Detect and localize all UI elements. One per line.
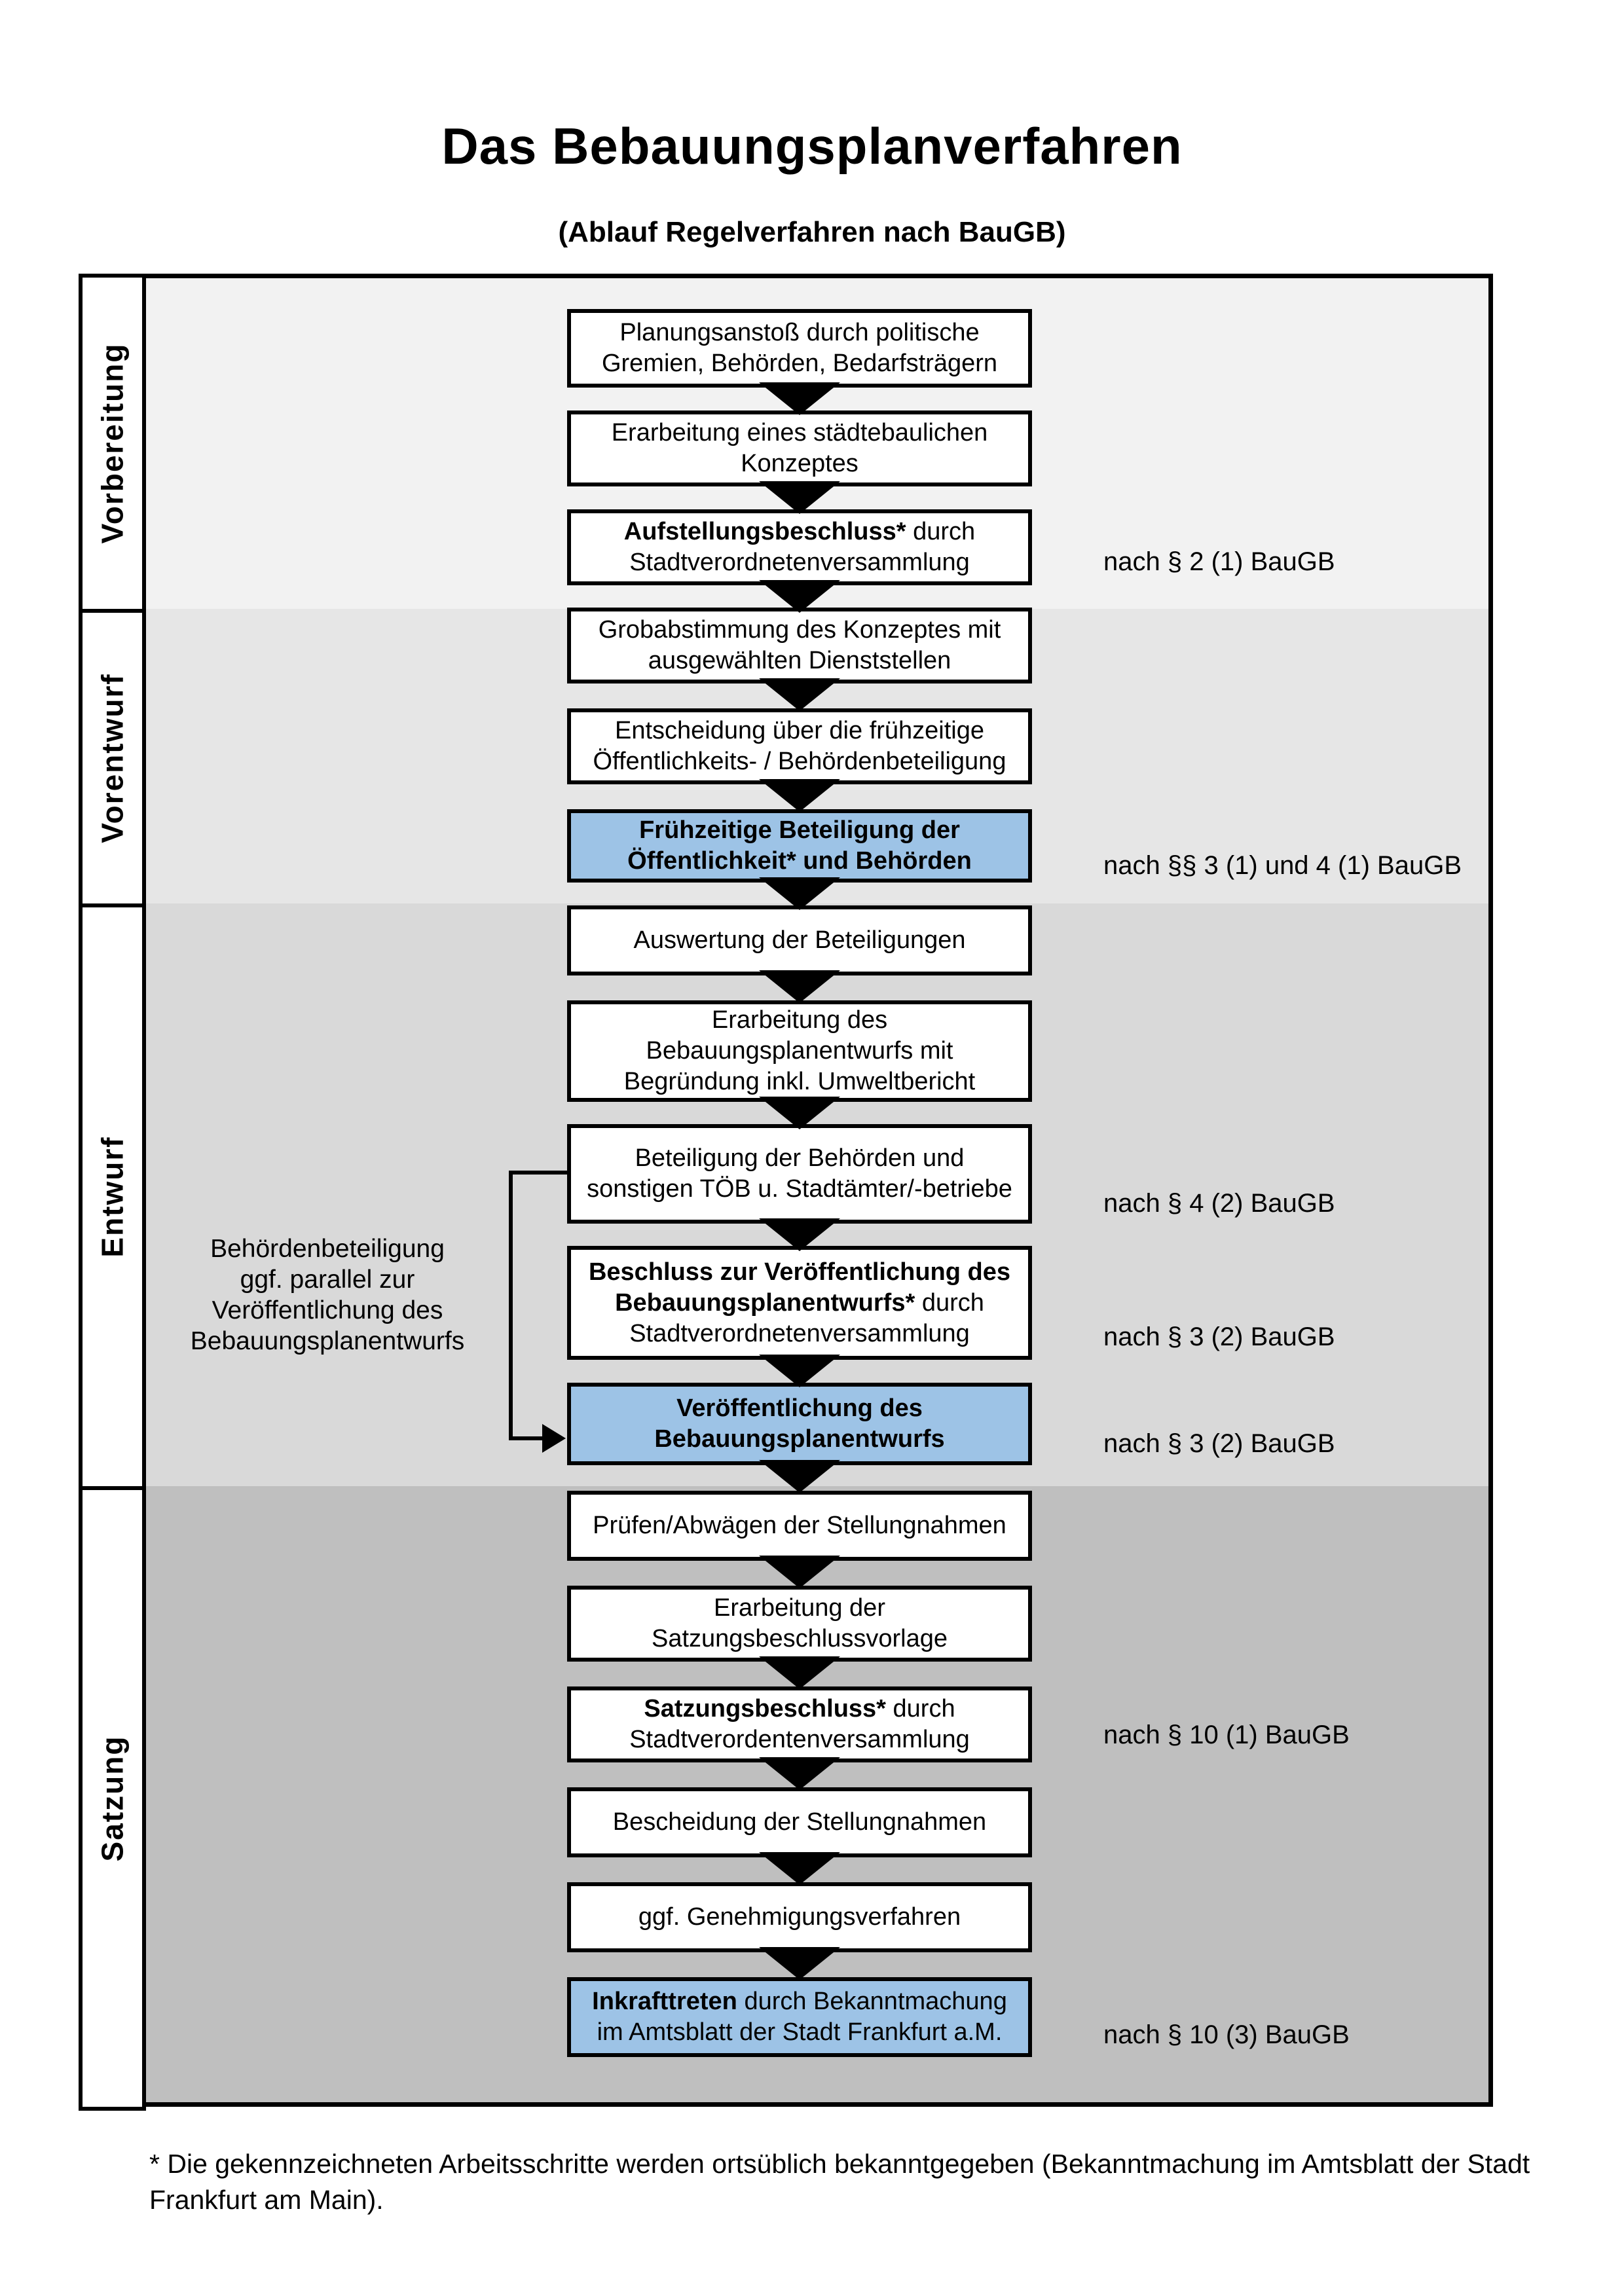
flow-box-line: Prüfen/Abwägen der Stellungnahmen xyxy=(593,1512,1006,1539)
flow-box-line: Bescheidung der Stellungnahmen xyxy=(612,1808,987,1836)
flow-box-line: Entscheidung über die frühzeitige xyxy=(614,717,985,744)
flow-arrow-down-icon xyxy=(759,779,840,812)
flow-arrow-down-icon xyxy=(759,1460,840,1493)
flow-box-bescheidung-stellungnahmen: Bescheidung der Stellungnahmen xyxy=(567,1787,1032,1857)
connector-vertical-segment xyxy=(509,1171,513,1440)
flow-arrow-down-icon xyxy=(759,1556,840,1588)
flow-box-line: Konzeptes xyxy=(741,450,858,477)
flow-box-line: ausgewählten Dienststellen xyxy=(648,647,951,674)
flow-box-line: Aufstellungsbeschluss* durch xyxy=(623,518,976,545)
flow-box-line: Satzungsbeschlussvorlage xyxy=(651,1625,948,1652)
footnote: * Die gekennzeichneten Arbeitsschritte w… xyxy=(149,2149,1530,2215)
connector-arrowhead-icon xyxy=(542,1424,566,1453)
connector-top-segment xyxy=(509,1171,568,1175)
flow-box-line: ggf. Genehmigungsverfahren xyxy=(638,1903,961,1931)
flow-box-line: Bebauungsplanentwurfs xyxy=(654,1425,945,1453)
flow-arrow-down-icon xyxy=(759,970,840,1003)
flow-arrow-down-icon xyxy=(759,382,840,415)
legal-reference-label: nach § 2 (1) BauGB xyxy=(1103,547,1335,576)
flow-box-line: Stadtverordnetenversammlung xyxy=(629,549,970,576)
flow-box-line: Öffentlichkeits- / Behördenbeteiligung xyxy=(593,748,1006,775)
flow-box-line: Beteiligung der Behörden und xyxy=(635,1144,965,1172)
flow-box-line: Grobabstimmung des Konzeptes mit xyxy=(598,616,1001,644)
legal-reference-label: nach §§ 3 (1) und 4 (1) BauGB xyxy=(1103,851,1462,880)
flow-box-inkrafttreten: Inkrafttreten durch Bekanntmachung im Amt… xyxy=(567,1977,1032,2057)
flow-arrow-down-icon xyxy=(759,1656,840,1689)
connector-bottom-segment xyxy=(509,1436,545,1440)
flow-box-line: Erarbeitung eines städtebaulichen xyxy=(611,419,988,446)
page-subtitle: (Ablauf Regelverfahren nach BauGB) xyxy=(558,216,1066,248)
side-note-line: Bebauungsplanentwurfs xyxy=(190,1327,465,1355)
flow-box-line: Öffentlichkeit* und Behörden xyxy=(627,847,972,875)
phase-label-text: Satzung xyxy=(95,1735,130,1862)
flow-arrow-down-icon xyxy=(759,1355,840,1387)
flow-box-line: Auswertung der Beteiligungen xyxy=(633,926,966,954)
flow-box-line: Begründung inkl. Umweltbericht xyxy=(623,1068,976,1095)
legal-reference-label: nach § 3 (2) BauGB xyxy=(1103,1429,1335,1458)
flow-arrow-down-icon xyxy=(759,1947,840,1980)
flow-box-line: Stadtverordentenversammlung xyxy=(629,1726,970,1753)
flow-box-beteiligung-behoerden-toeb: Beteiligung der Behörden und sonstigen TÖ… xyxy=(567,1124,1032,1224)
flow-box-line: im Amtsblatt der Stadt Frankfurt a.M. xyxy=(597,2018,1003,2046)
flow-arrow-down-icon xyxy=(759,877,840,910)
legal-reference-label: nach § 4 (2) BauGB xyxy=(1103,1189,1335,1218)
side-note-line: Veröffentlichung des xyxy=(212,1296,443,1324)
flow-box-line: Bebauungsplanentwurfs* durch xyxy=(615,1288,984,1317)
flow-box-auswertung-beteiligungen: Auswertung der Beteiligungen xyxy=(567,905,1032,975)
side-note-line: ggf. parallel zur xyxy=(240,1266,415,1294)
flow-arrow-down-icon xyxy=(759,481,840,514)
flow-box-line: sonstigen TÖB u. Stadtämter/-betriebe xyxy=(587,1175,1012,1203)
flow-arrow-down-icon xyxy=(759,580,840,613)
flow-box-line: Bebauungsplanentwurfs mit xyxy=(646,1037,953,1065)
flow-box-line: Stadtverordnetenversammlung xyxy=(629,1319,970,1347)
flow-box-line: Inkrafttreten durch Bekanntmachung xyxy=(592,1988,1007,2015)
flow-box-genehmigungsverfahren: ggf. Genehmigungsverfahren xyxy=(567,1882,1032,1952)
flow-box-line: Beschluss zur Veröffentlichung des xyxy=(588,1258,1011,1286)
flow-arrow-down-icon xyxy=(759,1218,840,1251)
phase-label-satzung: Satzung xyxy=(79,1486,146,2111)
phase-label-vorbereitung: Vorbereitung xyxy=(79,274,146,613)
legal-reference-label: nach § 3 (2) BauGB xyxy=(1103,1322,1335,1351)
flow-box-line: Veröffentlichung des xyxy=(676,1394,923,1422)
flow-box-line: Planungsanstoß durch politische xyxy=(619,319,980,346)
flow-arrow-down-icon xyxy=(759,1852,840,1885)
legal-reference-label: nach § 10 (3) BauGB xyxy=(1103,2020,1350,2049)
flow-arrow-down-icon xyxy=(759,1757,840,1790)
flow-box-line: Frühzeitige Beteiligung der xyxy=(639,816,960,844)
phase-label-text: Vorbereitung xyxy=(95,342,130,544)
flow-box-line: Erarbeitung des xyxy=(711,1006,888,1034)
phase-label-text: Vorentwurf xyxy=(95,673,130,843)
flow-arrow-down-icon xyxy=(759,1097,840,1129)
flow-box-line: Erarbeitung der xyxy=(714,1594,885,1622)
phase-label-entwurf: Entwurf xyxy=(79,903,146,1490)
side-note-line: Behördenbeteiligung xyxy=(210,1235,445,1263)
phase-label-vorentwurf: Vorentwurf xyxy=(79,609,146,907)
flow-box-line: Gremien, Behörden, Bedarfsträgern xyxy=(601,350,998,377)
flow-box-line: Satzungsbeschluss* durch xyxy=(644,1695,955,1722)
flow-box-pruefen-abwaegen-stellungnahmen: Prüfen/Abwägen der Stellungnahmen xyxy=(567,1491,1032,1561)
page-title: Das Bebauungsplanverfahren xyxy=(441,117,1183,175)
flow-arrow-down-icon xyxy=(759,678,840,711)
flow-box-grobabstimmung-konzept: Grobabstimmung des Konzeptes mit ausgewäh… xyxy=(567,608,1032,683)
phase-label-text: Entwurf xyxy=(95,1136,130,1258)
legal-reference-label: nach § 10 (1) BauGB xyxy=(1103,1721,1350,1749)
